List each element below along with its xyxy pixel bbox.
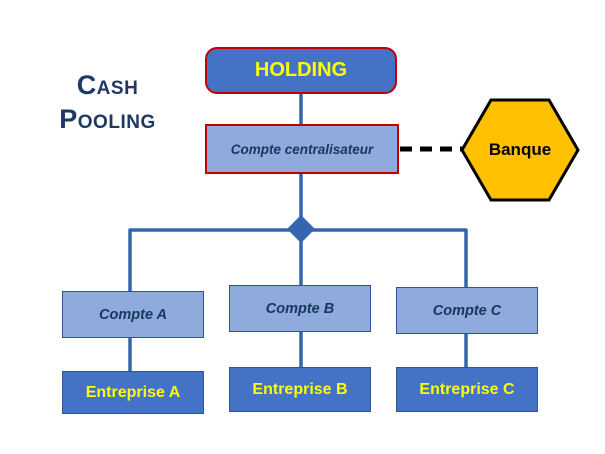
node-holding: HOLDING bbox=[205, 47, 397, 94]
node-banque: Banque bbox=[462, 99, 578, 201]
entreprise-b-label: Entreprise B bbox=[252, 380, 348, 398]
entreprise-c-label: Entreprise C bbox=[419, 380, 515, 398]
node-entreprise-c: Entreprise C bbox=[396, 367, 538, 412]
node-entreprise-b: Entreprise B bbox=[229, 367, 371, 412]
junction-diamond-icon bbox=[287, 215, 315, 243]
central-label: Compte centralisateur bbox=[230, 141, 374, 157]
banque-label: Banque bbox=[488, 140, 552, 159]
node-entreprise-a: Entreprise A bbox=[62, 371, 204, 414]
compte-c-label: Compte C bbox=[432, 302, 502, 319]
node-compte-c: Compte C bbox=[396, 287, 538, 334]
compte-b-label: Compte B bbox=[265, 300, 335, 317]
node-compte-centralisateur: Compte centralisateur bbox=[205, 124, 399, 174]
holding-label: HOLDING bbox=[254, 59, 348, 81]
title-line1: Cash bbox=[76, 70, 139, 100]
title-line2: Pooling bbox=[59, 104, 156, 134]
diagram-title: Cash Pooling bbox=[35, 68, 180, 136]
compte-a-label: Compte A bbox=[99, 306, 167, 323]
node-compte-b: Compte B bbox=[229, 285, 371, 332]
node-compte-a: Compte A bbox=[62, 291, 204, 338]
connector-distribution-bar bbox=[128, 228, 468, 291]
entreprise-a-label: Entreprise A bbox=[85, 383, 181, 401]
